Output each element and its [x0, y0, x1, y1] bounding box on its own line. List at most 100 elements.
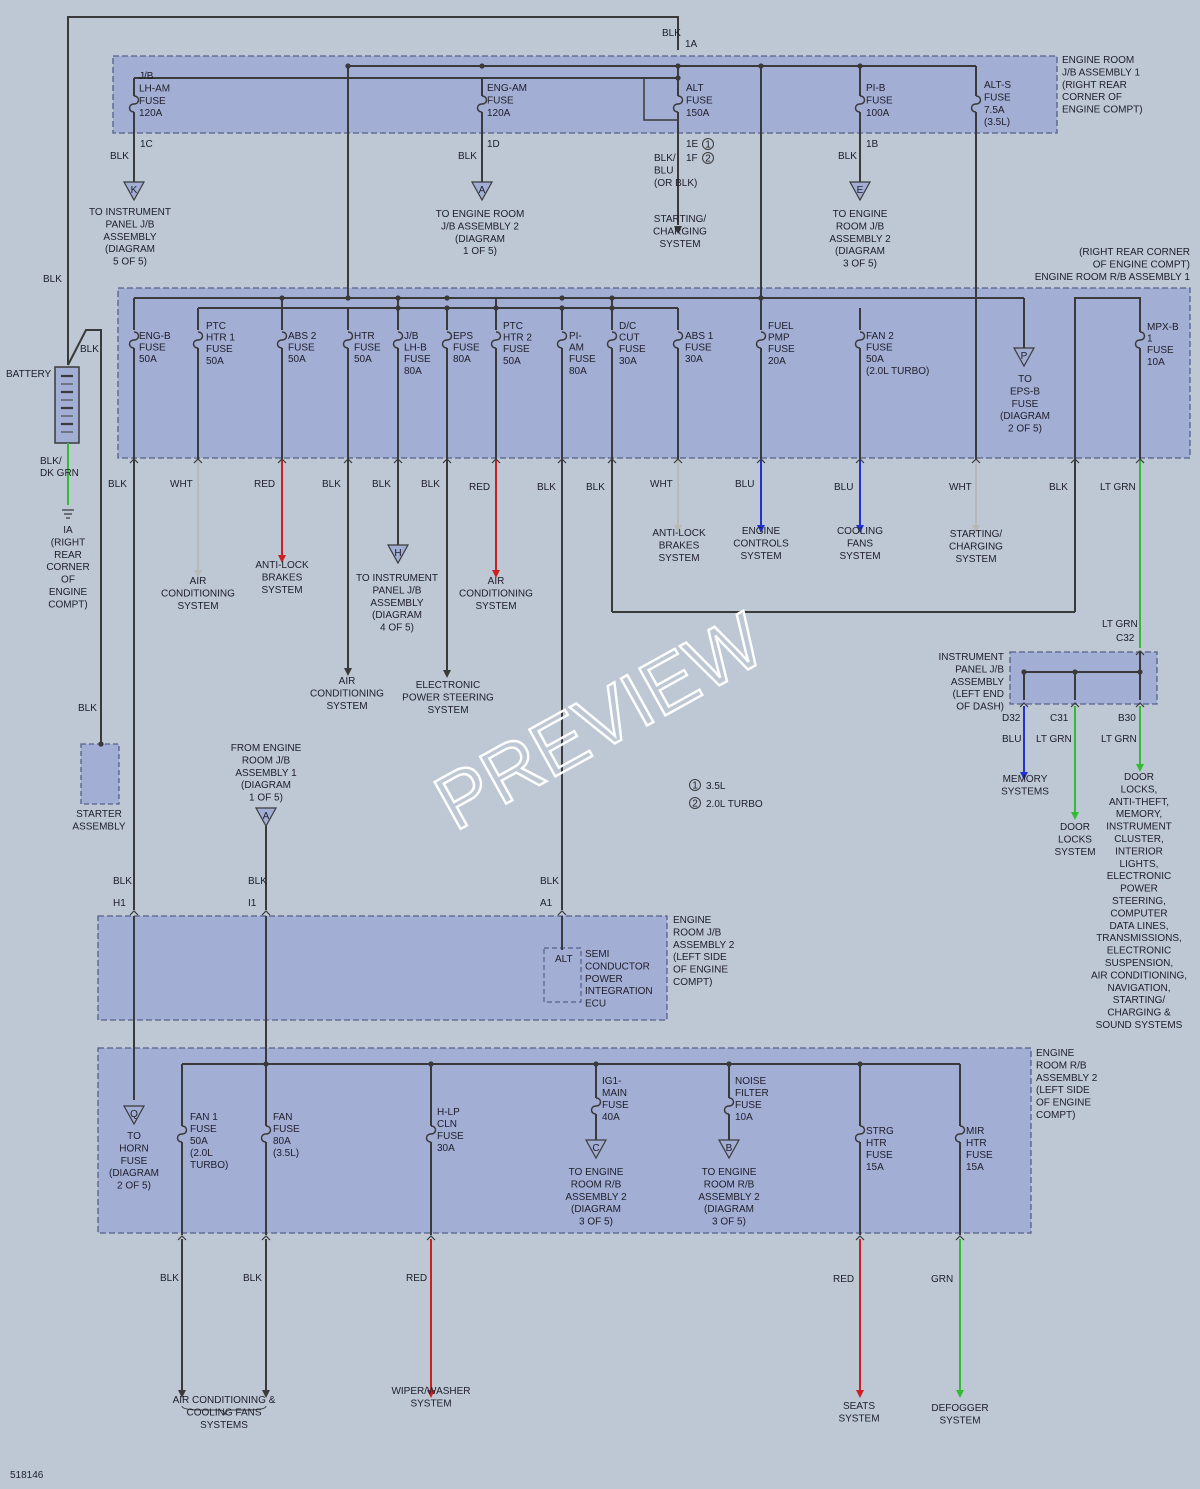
fuse-label: FUSE — [288, 343, 315, 354]
legend-circle — [702, 138, 714, 150]
legend-number: 1 — [692, 781, 698, 792]
destination-label: WIPER/WASHER — [391, 1386, 470, 1397]
destination-label: SYSTEM — [659, 239, 700, 250]
box-title: CORNER OF — [1062, 92, 1122, 103]
wire-color: WHT — [949, 482, 972, 493]
wire-color: BLK — [108, 479, 127, 490]
destination-label: SYSTEM — [410, 1398, 451, 1409]
ecu-label: INTEGRATION — [585, 986, 653, 997]
fuse-symbol — [755, 331, 767, 349]
wire-color: BLK — [243, 1273, 262, 1284]
fuse-label: ENG-AM — [487, 83, 527, 94]
destination-label: FANS — [847, 538, 873, 549]
fuse-symbol — [425, 1125, 437, 1143]
destination-label: ELECTRONIC — [1107, 946, 1171, 957]
destination-label: DATA LINES, — [1109, 921, 1168, 932]
fuse-label: FUSE — [487, 95, 514, 106]
destination-label: SYSTEM — [177, 601, 218, 612]
fuse-symbol — [970, 95, 982, 113]
connector-symbol — [1135, 702, 1145, 708]
connector-symbol — [343, 458, 353, 464]
connector-symbol — [129, 910, 139, 916]
legend-number: 1 — [705, 140, 711, 151]
reference-letter: Q — [130, 1109, 138, 1120]
reference-label: 1 OF 5) — [249, 793, 283, 804]
fuse-label: FUEL — [768, 321, 794, 332]
junction-dot — [559, 295, 565, 301]
destination-label: PANEL J/B — [106, 219, 155, 230]
destination-label: AIR — [339, 676, 356, 687]
label: LT GRN — [1036, 734, 1072, 745]
wire-color: RED — [406, 1273, 427, 1284]
wire-color: BLK — [160, 1273, 179, 1284]
destination-label: ASSEMBLY 2 — [829, 234, 891, 245]
wire-color: BLK — [322, 479, 341, 490]
wire-color: BLK — [43, 274, 62, 285]
wire-color: BLK — [540, 876, 559, 887]
box-title: OF ENGINE — [1036, 1098, 1091, 1109]
arrow-head — [674, 226, 682, 234]
wire-color: DK GRN — [40, 468, 79, 479]
box-title: ENGINE ROOM — [1062, 55, 1134, 66]
destination-label: COOLING FANS — [186, 1407, 261, 1418]
fuse-label: PI-B — [866, 83, 886, 94]
fuse-label: LH-B — [404, 343, 427, 354]
fuse-label: FUSE — [503, 344, 530, 355]
fuse-label: CLN — [437, 1119, 457, 1130]
arrow-head — [856, 1390, 864, 1398]
reference-letter: C — [592, 1143, 599, 1154]
reference-label: FUSE — [1012, 399, 1039, 410]
battery-symbol — [54, 366, 80, 444]
destination-label: SYSTEM — [261, 585, 302, 596]
label: 1C — [140, 139, 153, 150]
wire-color: BLK — [421, 479, 440, 490]
ecu-label: POWER — [585, 974, 623, 985]
connector-symbol — [1135, 458, 1145, 464]
wire-color: (OR BLK) — [654, 178, 697, 189]
connector-id: A1 — [540, 898, 553, 909]
connector-symbol — [607, 458, 617, 464]
wire-color: BLK/ — [654, 153, 676, 164]
box-title: PANEL J/B — [955, 664, 1004, 675]
fuse-label: FAN 1 — [190, 1112, 218, 1123]
wire-color: WHT — [170, 479, 193, 490]
fuse-label: MPX-B — [1147, 322, 1179, 333]
wire-color: BLK — [586, 482, 605, 493]
fuse-label: HTR — [966, 1138, 987, 1149]
destination-label: DEFOGGER — [931, 1403, 988, 1414]
wire-color: BLK — [1049, 482, 1068, 493]
wire-color: BLK — [78, 703, 97, 714]
box-title: ROOM R/B — [1036, 1060, 1087, 1071]
reference-label: FROM ENGINE — [231, 743, 302, 754]
fuse-label: FUSE — [206, 344, 233, 355]
legend-number: 2 — [705, 154, 711, 165]
legend-circle — [689, 779, 701, 791]
destination-label: (DIAGRAM — [105, 244, 155, 255]
box-title: ASSEMBLY 2 — [673, 940, 735, 951]
reference-label: TO ENGINE — [569, 1167, 624, 1178]
engine-room-rb1-box — [117, 287, 1191, 459]
reference-label: ROOM J/B — [242, 755, 291, 766]
destination-label: SEATS — [843, 1401, 875, 1412]
fuse-label: 80A — [404, 366, 422, 377]
reference-label: TO ENGINE — [702, 1167, 757, 1178]
destination-label: ELECTRONIC — [1107, 871, 1171, 882]
fuse-label: 80A — [453, 354, 471, 365]
reference-label: (DIAGRAM — [241, 780, 291, 791]
box-title: ASSEMBLY — [951, 677, 1004, 688]
fuse-symbol — [128, 95, 140, 113]
fuse-symbol — [342, 331, 354, 349]
fuse-label: IG1- — [602, 1076, 621, 1087]
arrow-head — [194, 570, 202, 578]
destination-label: (DIAGRAM — [455, 234, 505, 245]
fuse-label: FUSE — [966, 1150, 993, 1161]
fuse-label: TURBO) — [190, 1160, 228, 1171]
fuse-label: STRG — [866, 1126, 894, 1137]
box-title: (RIGHT REAR — [1062, 80, 1127, 91]
box-title: ASSEMBLY 2 — [1036, 1073, 1098, 1084]
alt-link — [643, 78, 678, 121]
fuse-symbol — [854, 1125, 866, 1143]
fuse-label: 40A — [602, 1112, 620, 1123]
fuse-symbol — [176, 1125, 188, 1143]
ecu-label: ECU — [585, 999, 606, 1010]
